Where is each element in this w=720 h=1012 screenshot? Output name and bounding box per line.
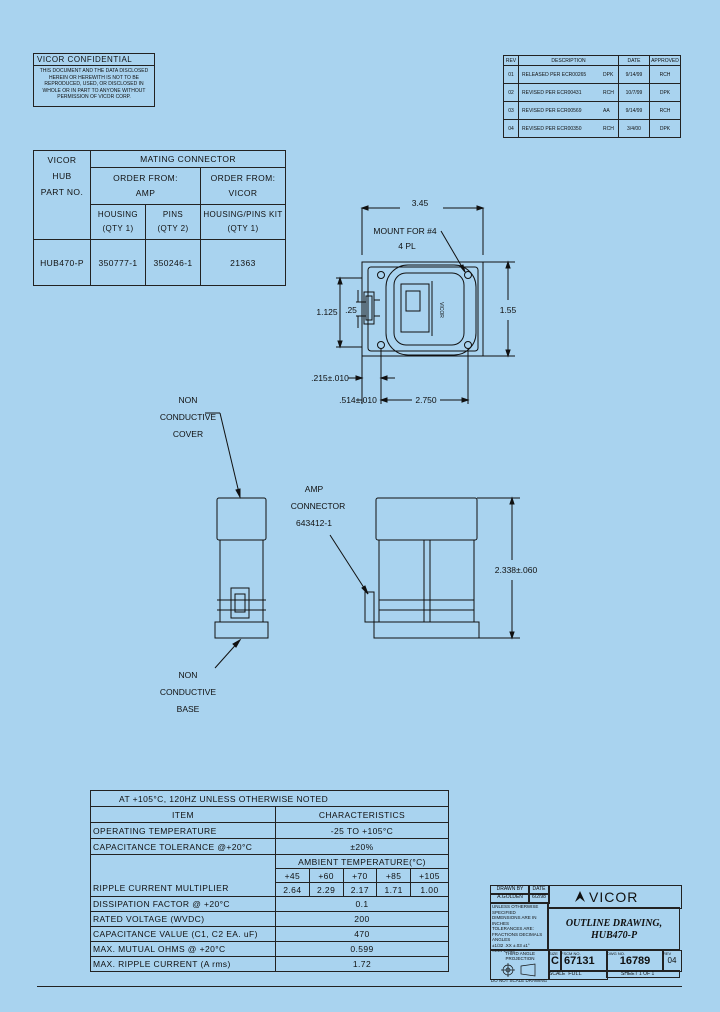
dim-215: .215±.010 [311, 373, 349, 383]
hub-part-number: HUB470-P [33, 239, 91, 286]
dim-2750: 2.750 [415, 395, 437, 405]
dim-25: .25 [345, 305, 357, 315]
amp-conn-line2: CONNECTOR [291, 501, 346, 511]
spec-row: CAPACITANCE VALUE (C1, C2 EA. uF) 470 [90, 926, 449, 942]
outline-drawing: VICOR 3.45 MOUNT FOR #4 4 PL 1.125 .25 1… [160, 198, 538, 714]
revision-table: REV DESCRIPTION DATE APPROVED 01 RELEASE… [503, 55, 681, 138]
scale-cell: SCALE FULL [548, 970, 608, 980]
dim-width: 3.45 [412, 198, 429, 208]
rev-cell: REV 04 [662, 950, 682, 972]
border-line [37, 986, 682, 987]
spec-row: RATED VOLTAGE (WVDC) 200 [90, 911, 449, 927]
kit-part-number: 21363 [200, 239, 286, 286]
sheet-cell: SHEET 1 OF 1 [606, 970, 680, 978]
ripple-label: RIPPLE CURRENT MULTIPLIER [90, 854, 276, 897]
right-view-cover [375, 497, 478, 541]
specs-header: AT +105°C, 120HZ UNLESS OTHERWISE NOTED [90, 790, 449, 807]
part-mark: VICOR [438, 302, 444, 318]
date-label: DATE [528, 885, 550, 895]
dim-height: 2.338±.060 [495, 565, 538, 575]
top-view-outline [361, 261, 484, 357]
specs-table: AT +105°C, 120HZ UNLESS OTHERWISE NOTED … [90, 790, 449, 972]
confidential-title: VICOR CONFIDENTIAL [34, 54, 154, 66]
dwg-cell: DWG NO. 16789 [606, 950, 664, 972]
mount-qty: 4 PL [398, 241, 416, 251]
logo-box: VICOR [548, 885, 682, 909]
amp-conn-line3: 643412-1 [296, 518, 332, 528]
logo-text: VICOR [589, 889, 639, 905]
fscm-cell: FSCM NO. 67131 [560, 950, 608, 972]
spec-row: MAX. RIPPLE CURRENT (A rms) 1.72 [90, 956, 449, 972]
order-from-amp: ORDER FROM:AMP [90, 167, 201, 205]
nc-base-line2: CONDUCTIVE [160, 687, 217, 697]
multiplier-row: 2.64 2.29 2.17 1.71 1.00 [91, 882, 449, 897]
order-from-vicor: ORDER FROM:VICOR [200, 167, 286, 205]
kit-header: HOUSING/PINS KIT(QTY 1) [200, 204, 286, 240]
nc-cover-line3: COVER [173, 429, 203, 439]
amp-conn-line1: AMP [305, 484, 324, 494]
projection-symbol-icon [501, 963, 536, 977]
mount-label: MOUNT FOR #4 [373, 226, 436, 236]
projection-box: THIRD ANGLE PROJECTION [490, 950, 550, 980]
right-view-base [373, 621, 480, 639]
no-scale-note: DO NOT SCALE DRAWING [490, 978, 548, 983]
ambient-header: AMBIENT TEMPERATURE(°C) [275, 854, 449, 869]
nc-base-line1: NON [179, 670, 198, 680]
left-view-base [214, 621, 269, 639]
title-block: DRAWN BY DATE A.GOLDEN 6/2/98 UNLESS OTH… [490, 885, 682, 987]
vicor-logo-icon [575, 891, 585, 902]
spec-row: MAX. MUTUAL OHMS @ +20°C 0.599 [90, 941, 449, 957]
housing-part-number: 350777-1 [90, 239, 146, 286]
left-view-cover [216, 497, 267, 541]
nc-cover-line2: CONDUCTIVE [160, 412, 217, 422]
dim-155: 1.55 [500, 305, 517, 315]
nc-base-line3: BASE [177, 704, 200, 714]
nc-cover-line1: NON [179, 395, 198, 405]
mount-hole-icon [377, 271, 385, 279]
dim-1125: 1.125 [316, 307, 338, 317]
confidential-notice: THIS DOCUMENT AND THE DATA DISCLOSED HER… [39, 68, 149, 100]
drawn-by-label: DRAWN BY [490, 885, 530, 895]
size-cell: SIZE C [548, 950, 562, 972]
spec-row: DISSIPATION FACTOR @ +20°C 0.1 [90, 896, 449, 912]
spec-row: CAPACITANCE TOLERANCE @+20°C ±20% [90, 838, 449, 855]
confidential-box: VICOR CONFIDENTIAL THIS DOCUMENT AND THE… [33, 53, 155, 107]
date-value: 6/2/98 [528, 893, 550, 904]
revision-row: 04 REVISED PER ECR00350 RCH 3/4/00 DPK [503, 119, 681, 138]
drawing-title: OUTLINE DRAWING,HUB470-P [548, 907, 680, 950]
pins-header: PINS(QTY 2) [145, 204, 201, 240]
drawn-by-value: A.GOLDEN [490, 893, 530, 904]
characteristics-header: CHARACTERISTICS [275, 806, 449, 823]
dim-514: .514±.010 [339, 395, 377, 405]
spec-row: OPERATING TEMPERATURE -25 TO +105°C [90, 822, 449, 839]
item-header: ITEM [90, 806, 276, 823]
temperature-row: +45 +60 +70 +85 +105 [91, 868, 449, 883]
